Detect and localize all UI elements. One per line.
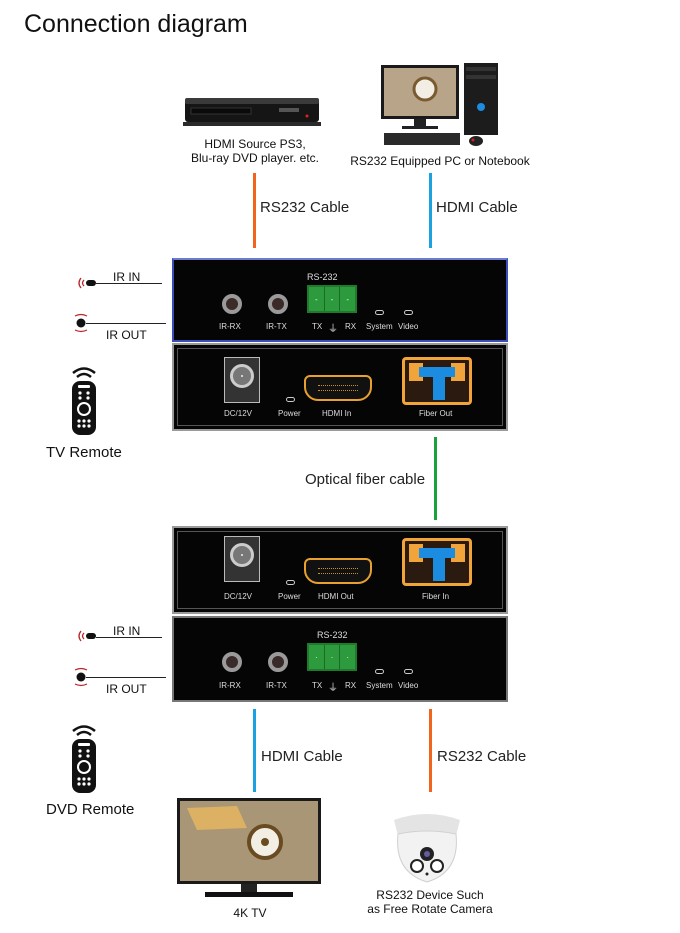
ir-rx-port[interactable] <box>222 294 242 314</box>
dvd-remote-label: DVD Remote <box>46 801 135 818</box>
ir-in-emitter-icon <box>78 630 96 642</box>
tx-label: TX <box>312 322 323 331</box>
page-title: Connection diagram <box>24 10 248 38</box>
hdmi-out-port[interactable] <box>304 558 372 584</box>
ir-rx-port[interactable] <box>222 652 242 672</box>
video-led <box>404 669 413 674</box>
rs232-terminal-block[interactable]: ··· <box>307 643 357 671</box>
rs232-cable-top-label: RS232 Cable <box>260 199 350 216</box>
pc-caption: RS232 Equipped PC or Notebook <box>350 154 530 168</box>
hdmi-source-caption: HDMI Source PS3, Blu-ray DVD player. etc… <box>180 137 330 165</box>
dc-power-port[interactable] <box>224 357 260 403</box>
fiber-out-port[interactable] <box>402 357 472 405</box>
ir-in-cable-bottom <box>96 637 162 638</box>
transmitter-rear-panel: RS-232 IR-RX IR-TX --- TX ⏚ RX System Vi… <box>172 258 508 342</box>
dc-label: DC/12V <box>224 592 253 601</box>
hdmi-cable-bottom-label: HDMI Cable <box>261 748 343 765</box>
dc-power-port[interactable] <box>224 536 260 582</box>
ir-tx-port[interactable] <box>268 652 288 672</box>
camera-caption: RS232 Device Such as Free Rotate Camera <box>360 888 500 916</box>
ir-tx-port[interactable] <box>268 294 288 314</box>
ir-tx-label: IR-TX <box>266 322 287 331</box>
power-led <box>286 580 295 585</box>
fiber-in-label: Fiber In <box>422 592 450 601</box>
rs232-header: RS-232 <box>317 630 348 640</box>
pc-icon <box>381 63 498 146</box>
hdmi-cable-top-label: HDMI Cable <box>436 199 518 216</box>
ir-rx-label: IR-RX <box>219 681 241 690</box>
optical-fiber-line <box>434 437 437 520</box>
video-label: Video <box>398 322 419 331</box>
hdmi-out-label: HDMI Out <box>318 592 354 601</box>
video-label: Video <box>398 681 419 690</box>
receiver-rear-panel: RS-232 IR-RX IR-TX ··· TX ⏚ RX System Vi… <box>172 616 508 702</box>
receiver-front-panel: DC/12V Power HDMI Out Fiber In <box>172 526 508 614</box>
rx-label: RX <box>345 681 357 690</box>
hdmi-cable-top-line <box>429 173 432 248</box>
hdmi-in-port[interactable] <box>304 375 372 401</box>
transmitter-front-panel: DC/12V Power HDMI In Fiber Out <box>172 343 508 431</box>
rs232-header: RS-232 <box>307 272 338 282</box>
rs232-cable-bottom-line <box>429 709 432 792</box>
dvd-player-icon <box>183 98 321 126</box>
fiber-in-port[interactable] <box>402 538 472 586</box>
ir-out-cable-top <box>86 323 166 324</box>
dc-label: DC/12V <box>224 409 253 418</box>
tv-caption: 4K TV <box>233 906 267 920</box>
rx-label: RX <box>345 322 357 331</box>
ir-out-cable-bottom <box>86 677 166 678</box>
dvd-remote-icon <box>72 725 96 793</box>
hdmi-in-label: HDMI In <box>322 409 352 418</box>
tx-label: TX <box>312 681 323 690</box>
ir-out-receiver-icon <box>74 667 88 687</box>
ir-in-label-bottom: IR IN <box>113 624 141 638</box>
hdmi-cable-bottom-line <box>253 709 256 792</box>
video-led <box>404 310 413 315</box>
ir-rx-label: IR-RX <box>219 322 241 331</box>
ir-in-label-top: IR IN <box>113 270 141 284</box>
ir-out-receiver-icon <box>74 313 88 333</box>
dome-camera-icon <box>394 814 460 883</box>
power-label: Power <box>278 409 301 418</box>
power-label: Power <box>278 592 301 601</box>
ir-out-label-bottom: IR OUT <box>106 682 147 696</box>
ir-tx-label: IR-TX <box>266 681 287 690</box>
fiber-out-label: Fiber Out <box>419 409 453 418</box>
system-label: System <box>366 322 393 331</box>
tv-icon <box>177 798 321 897</box>
ir-in-cable-top <box>96 283 162 284</box>
hdmi-source-caption-line2: Blu-ray DVD player. etc. <box>190 151 320 165</box>
rs232-terminal-block[interactable]: --- <box>307 285 357 313</box>
power-led <box>286 397 295 402</box>
rs232-cable-bottom-label: RS232 Cable <box>437 748 527 765</box>
tv-remote-icon <box>72 367 96 435</box>
system-label: System <box>366 681 393 690</box>
ground-icon: ⏚ <box>328 683 338 694</box>
hdmi-source-caption-line1: HDMI Source PS3, <box>204 137 306 151</box>
optical-fiber-label: Optical fiber cable <box>305 471 426 488</box>
rs232-cable-top-line <box>253 173 256 248</box>
ground-icon: ⏚ <box>328 324 338 335</box>
camera-caption-line2: as Free Rotate Camera <box>367 902 493 916</box>
tv-remote-label: TV Remote <box>46 444 122 461</box>
ir-out-label-top: IR OUT <box>106 328 147 342</box>
ir-in-emitter-icon <box>78 277 96 289</box>
system-led <box>375 310 384 315</box>
system-led <box>375 669 384 674</box>
camera-caption-line1: RS232 Device Such <box>376 888 484 902</box>
